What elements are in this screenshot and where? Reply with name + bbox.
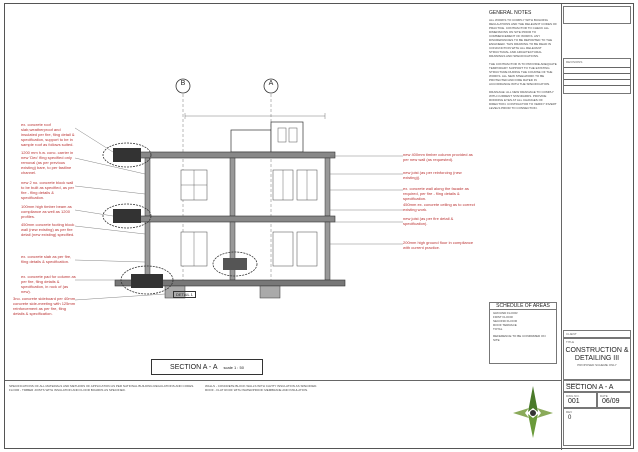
left-note-5: 450mm concrete footing block wall (new e… [21,222,75,237]
schedule-title: SCHEDULE OF AREAS [490,303,556,310]
section-drawing [74,78,403,301]
general-notes-body-3: DRAINAGE: ALL NEW DRAINAGE TO COMPLY WIT… [489,90,557,110]
drawing-label: DRAWING [566,382,581,386]
grid-label-a: A [268,80,274,87]
header-note-box [563,6,631,24]
title-subtitle: PROPOSED SCHEME ONLY [577,363,617,367]
date-label: DATE [600,394,608,398]
right-note-4: 450mm ex. concrete ceiling as to correct… [403,202,475,212]
schedule-row-5: TOTAL [493,327,503,331]
dwg-no: 001 [568,398,580,405]
date-box: DATE 06/09 [597,392,631,408]
left-note-4: 100mm high timber beam as compliance as … [21,204,72,219]
title-line-2: DETAILING III [574,355,620,362]
right-note-5: new joist (as per fire detail & specific… [403,216,454,226]
date: 06/09 [602,398,620,405]
bottom-note-3: WALLS - CONCRETE BLOCK WALLS WITH CAVITY… [205,384,318,388]
schedule-row-4: ROOF TERRACE [493,323,517,327]
right-note-1: new 400mm timber column provided as per … [403,152,473,162]
bottom-note-1: SPECIFICATIONS OF ALL MATERIALS AND METH… [9,384,195,388]
right-note-6: 200mm high ground floor in compliance wi… [403,240,474,250]
section-scale: scale 1 : 50 [223,364,244,370]
general-notes-body-2: THE CONTRACTOR IS TO PROVIDE ADEQUATE TE… [489,62,557,86]
client-label: CLIENT [566,332,577,336]
client-box: CLIENT [563,330,631,338]
schedule-row-2: FIRST FLOOR [493,315,513,319]
right-note-2: new joist (as per reinforcing (new exist… [403,170,462,180]
bottom-note-2: FLOOR - TIMBER JOISTS WITH INSULATION AN… [9,388,126,392]
schedule-row-3: SECOND FLOOR [493,319,518,323]
bottom-notes-col-2: WALLS - CONCRETE BLOCK WALLS WITH CAVITY… [205,384,395,392]
section-title-box: SECTION A - A scale 1 : 50 [151,359,263,375]
left-note-3: new 2 no. concrete block wall to be buil… [21,180,74,200]
schedule-of-areas: SCHEDULE OF AREAS GROUND FLOOR FIRST FLO… [489,302,557,364]
rev: 0 [568,415,572,421]
general-notes-heading: GENERAL NOTES [489,10,532,16]
title-box: TITLE CONSTRUCTION & DETAILING III PROPO… [563,338,631,380]
left-note-1: ex. concrete roof slab,weatherproof and … [21,122,75,147]
section-title: SECTION A - A [170,363,218,371]
right-note-3: ex. concrete wall along the facade as re… [403,186,469,201]
detail-label: DETAIL 1 [173,291,196,298]
revisions-label: REVISIONS [566,60,583,64]
drawing-name-box: DRAWING SECTION A - A [563,380,631,392]
general-notes-body: ALL WORKS TO COMPLY WITH BUILDING REGULA… [489,18,557,58]
bottom-note-4: ROOF - FLAT ROOF WITH WATERPROOF MEMBRAN… [205,388,309,392]
left-note-6: ex. concrete slab as per fire, fling det… [21,254,72,264]
left-note-8: 3no. concrete sideboard per 40mm concret… [13,296,76,316]
schedule-row-1: GROUND FLOOR [493,311,518,315]
drawing-sheet: B A DETAIL 1 ex. concrete roof slab,weat… [4,3,634,450]
title-label: TITLE [566,340,575,344]
grid-label-b: B [180,80,186,87]
bottom-notes-col-1: SPECIFICATIONS OF ALL MATERIALS AND METH… [9,384,199,392]
left-note-7: ex. concrete pad for column as per fire,… [21,274,76,294]
revisions-box: REVISIONS [563,58,631,94]
north-arrow-icon [513,386,553,438]
dwg-no-label: DWG NO. [566,394,580,398]
general-notes: GENERAL NOTES ALL WORKS TO COMPLY WITH B… [489,10,557,110]
schedule-footer: REFERENCE TO BE CONFIRMED ON SITE [493,334,546,342]
dwg-no-box: DWG NO. 001 [563,392,597,408]
title-line-1: CONSTRUCTION & [565,347,629,354]
rev-box: REV 0 [563,408,631,446]
rev-label: REV [566,410,573,414]
left-note-2: 1200 mm h.w. conc. carrier in new 'Dec' … [21,150,74,175]
drawing-name: SECTION A - A [566,384,614,391]
